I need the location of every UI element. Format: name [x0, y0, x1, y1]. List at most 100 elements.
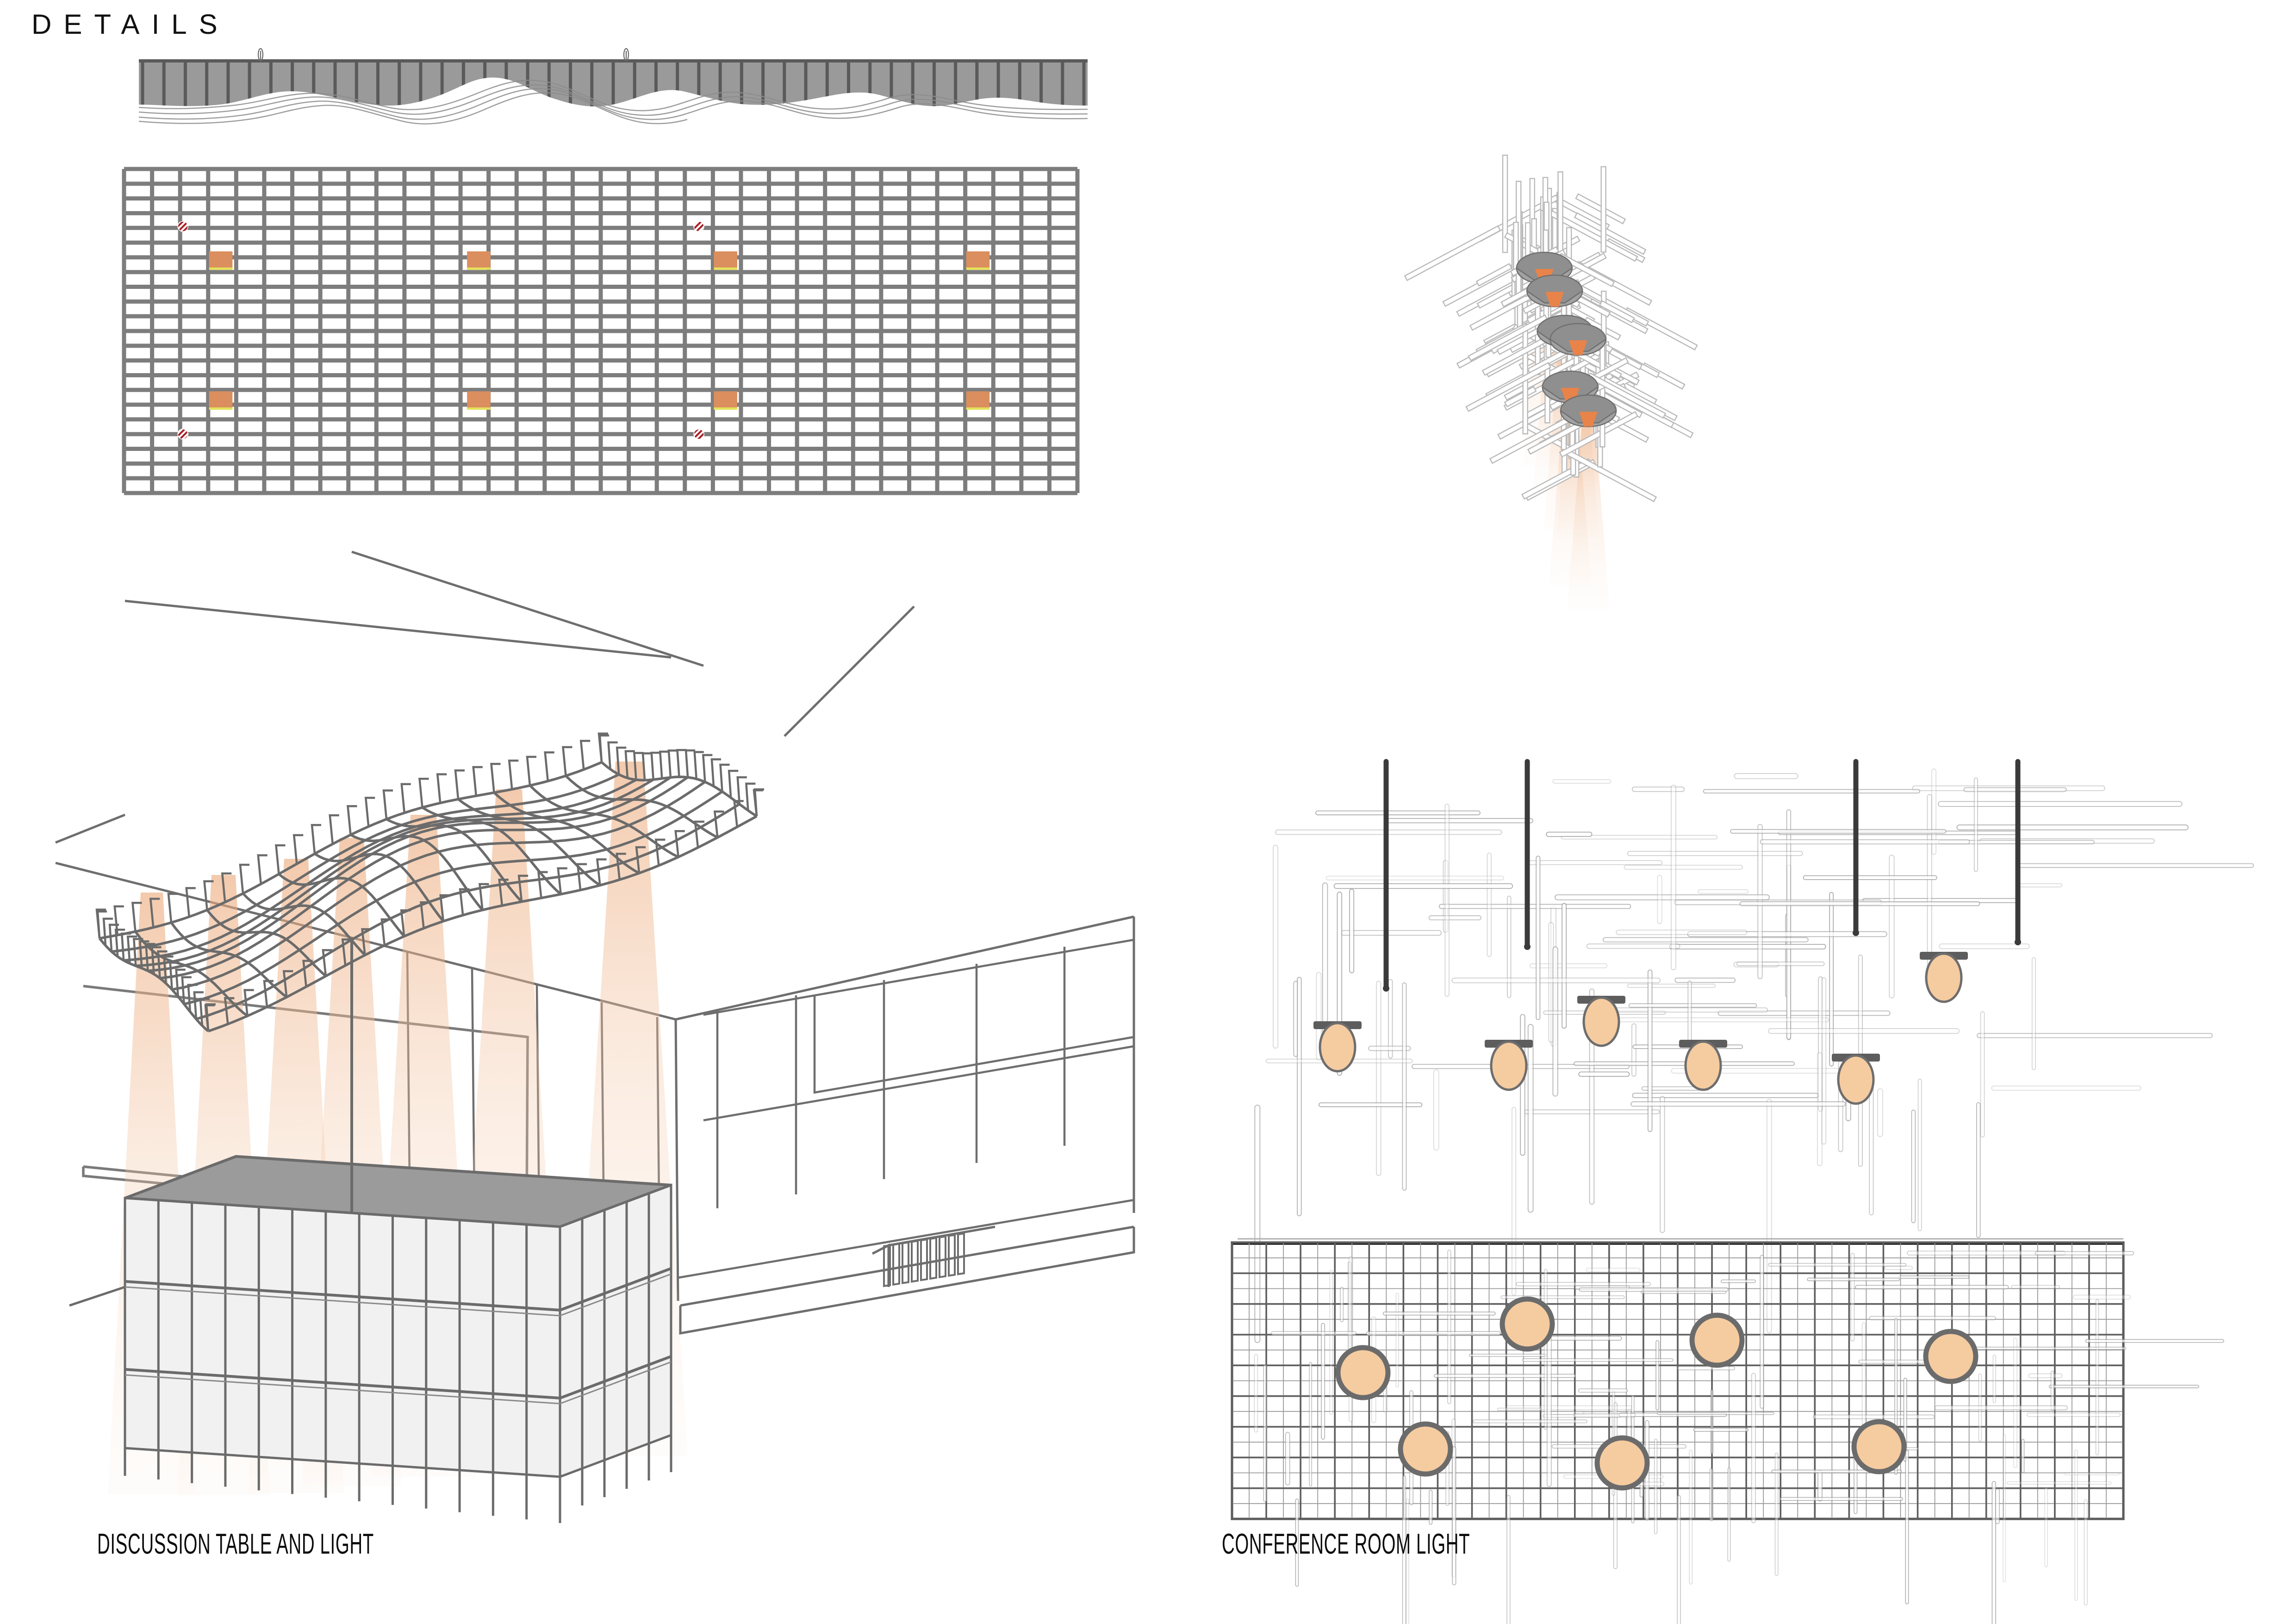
ceiling-fixture: [714, 251, 737, 270]
lattice-rod: [1627, 983, 1716, 988]
lattice-rod: [1552, 946, 1558, 1097]
lattice-rod: [2021, 1439, 2025, 1474]
lattice-rod: [1730, 829, 1947, 834]
lattice-rod: [1443, 860, 1449, 933]
light-cone: [1567, 423, 1610, 610]
lattice-rod: [1388, 979, 1393, 1059]
lattice-rod: [1578, 1071, 1630, 1077]
lattice-rod: [1376, 981, 1381, 1176]
lattice-rod: [1627, 851, 1803, 856]
mesh-strand: [422, 806, 562, 895]
lattice-rod: [1554, 894, 1770, 900]
lattice-rod: [2095, 1299, 2099, 1455]
ceiling-fixture: [1851, 1419, 1907, 1474]
lattice-rod: [1557, 171, 1563, 258]
lattice-rod: [1402, 1475, 1406, 1624]
lattice-rod: [1529, 963, 1608, 968]
lattice-rod: [1447, 1249, 1451, 1405]
lattice-rod: [1263, 1364, 1267, 1502]
lattice-rod: [1395, 1293, 1399, 1387]
lattice-rod: [1547, 1327, 1552, 1487]
lattice-rod: [1631, 1023, 1636, 1077]
lattice-rod: [1647, 969, 1653, 1132]
lattice-rod: [2016, 883, 2062, 887]
lattice-rod: [2015, 863, 2254, 868]
lattice-rod: [1254, 1354, 1258, 1433]
lattice-rod: [2007, 1481, 2112, 1485]
lattice-rod: [2050, 1371, 2054, 1411]
lattice-rod: [1472, 1419, 1587, 1424]
lamp-bulb: [1579, 412, 1598, 427]
lattice-rod: [1575, 193, 1626, 225]
lattice-rod: [1599, 300, 1635, 324]
lattice-rod: [1520, 1014, 1525, 1156]
lattice-rod: [1698, 889, 1749, 894]
mesh-strand: [529, 784, 679, 858]
lattice-rod: [1382, 1312, 1496, 1316]
lattice-rod: [1660, 1096, 1665, 1233]
lattice-rod: [1768, 1028, 1960, 1034]
lattice-rod: [1703, 789, 1920, 793]
lattice-rod: [1807, 1277, 1900, 1281]
lattice-rod: [1321, 1323, 1325, 1440]
lattice-rod: [1657, 1412, 1774, 1415]
bulb: [1490, 1040, 1528, 1091]
lattice-rod: [1559, 411, 1639, 458]
lattice-rod: [1739, 901, 1980, 906]
lattice-rod: [1760, 839, 1970, 844]
lattice-rod: [2073, 1294, 2131, 1300]
ceiling-fixture: [966, 251, 990, 270]
lattice-rod: [1966, 1347, 2127, 1350]
hanger-rod: [257, 48, 629, 62]
mesh-strand: [457, 798, 601, 887]
lattice-rod: [1438, 904, 1631, 909]
lattice-rod: [1502, 154, 1508, 253]
lattice-rod: [1786, 809, 1792, 1040]
lattice-rod: [2027, 1412, 2121, 1417]
conference-elevation: [1213, 736, 2254, 1343]
lattice-rod: [1573, 1061, 1795, 1066]
lattice-rod: [1475, 263, 1512, 287]
lattice-rod: [1333, 883, 1513, 889]
lattice-rod: [1516, 1282, 1651, 1287]
bulb: [1925, 952, 1963, 1003]
lattice-rod: [1433, 1069, 1439, 1151]
ceiling-fixture: [966, 391, 990, 410]
hanger-point-marker: [177, 221, 188, 232]
lattice-rod: [1429, 1489, 1433, 1525]
lamp-bulb: [1568, 340, 1587, 355]
lattice-rod: [1309, 1362, 1313, 1487]
lattice-rod: [1616, 930, 1748, 935]
lattice-rod: [1677, 1495, 1681, 1624]
mesh-strand: [314, 852, 445, 922]
lattice-rod: [1552, 779, 1612, 784]
conference-axonometric: [1185, 5, 2263, 736]
lattice-rod: [1628, 1003, 1757, 1008]
lattice-rod: [1780, 1497, 1903, 1501]
lattice-rod: [1855, 1285, 2009, 1289]
lattice-rod: [1506, 1405, 1632, 1411]
lattice-rod: [1433, 1374, 1576, 1378]
lattice-rod: [1689, 1449, 1693, 1585]
ceiling-elevation-drawing: [138, 48, 1088, 125]
lattice-rod: [1271, 1331, 1357, 1336]
lattice-rod: [1543, 1269, 1548, 1430]
lattice-rod: [1536, 856, 1541, 1020]
lattice-rod: [1404, 225, 1501, 281]
lattice-rod: [1973, 777, 1978, 872]
bulb: [1319, 1022, 1356, 1073]
lattice-rod: [1751, 1373, 1756, 1524]
lattice-rod: [1600, 166, 1606, 253]
lattice-rod: [1869, 1077, 1874, 1216]
mesh-strand: [350, 833, 484, 911]
lattice-rod: [1980, 1011, 1985, 1138]
lattice-rod: [1693, 1428, 1749, 1432]
mesh-strand: [206, 909, 327, 977]
ceiling-fixture: [1594, 1435, 1650, 1491]
lattice-rod: [1817, 1470, 1823, 1502]
lattice-rod: [1734, 773, 1798, 779]
ceiling-fixture: [209, 391, 233, 410]
lattice-rod: [1654, 1438, 1658, 1535]
lattice-rod: [1497, 1407, 1542, 1411]
lattice-rod: [1889, 855, 1895, 999]
